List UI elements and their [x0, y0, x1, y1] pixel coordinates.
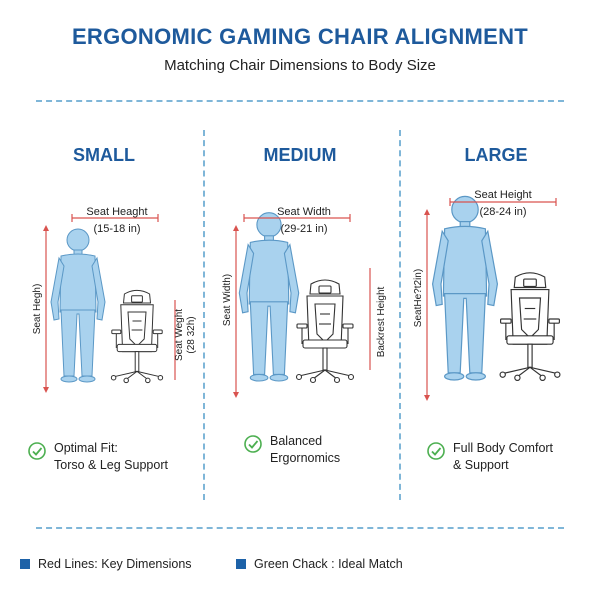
column-divider-2 — [399, 130, 401, 500]
small-top-label: Seat Heaght — [86, 206, 147, 218]
small-top-value: (15-18 in) — [93, 223, 140, 235]
top-divider — [36, 100, 564, 102]
blue-square-icon — [20, 559, 30, 569]
medium-top-label: Seat Width — [277, 206, 331, 218]
small-right-label: Seat Weght — [174, 309, 185, 361]
check-circle-icon — [427, 442, 445, 460]
legend-label: Red Lines: Key Dimensions — [38, 557, 192, 571]
fit-medium-line1: Balanced — [270, 434, 323, 448]
bottom-divider — [36, 527, 564, 529]
fit-small-line1: Optimal Fit: — [54, 441, 118, 455]
medium-left-label: Seat Width) — [222, 274, 233, 326]
medium-top-value: (29-21 in) — [280, 223, 327, 235]
column-heading-medium: MEDIUM — [263, 145, 337, 165]
large-top-value: (28-24 in) — [479, 206, 526, 218]
column-divider-1 — [203, 130, 205, 500]
legend-label: Green Chack : Ideal Match — [254, 557, 403, 571]
blue-square-icon — [236, 559, 246, 569]
fit-large-line1: Full Body Comfort — [453, 441, 554, 455]
large-top-label: Seat Height — [474, 189, 531, 201]
medium-chair-figure — [295, 279, 355, 384]
column-heading-large: LARGE — [464, 145, 528, 165]
page-title: ERGONOMIC GAMING CHAIR ALIGNMENT — [71, 24, 529, 49]
check-circle-icon — [28, 442, 46, 460]
medium-person-figure — [238, 212, 300, 382]
fit-large-line2: & Support — [453, 458, 509, 472]
small-person-figure — [50, 228, 106, 383]
large-person-figure — [432, 195, 498, 381]
medium-right-label: Backrest Height — [376, 286, 387, 357]
small-right-value: (28 32h) — [186, 316, 197, 353]
large-left-label: SeatHe?t2in) — [413, 269, 424, 327]
check-circle-icon — [244, 435, 262, 453]
page-subtitle: Matching Chair Dimensions to Body Size — [164, 57, 436, 74]
small-left-label: Seat Hegh) — [32, 284, 43, 335]
large-chair-figure — [499, 272, 561, 382]
fit-medium-line2: Ergornomics — [270, 451, 341, 465]
column-heading-small: SMALL — [73, 145, 135, 165]
small-chair-figure — [110, 289, 164, 384]
fit-small-line2: Torso & Leg Support — [54, 458, 168, 472]
